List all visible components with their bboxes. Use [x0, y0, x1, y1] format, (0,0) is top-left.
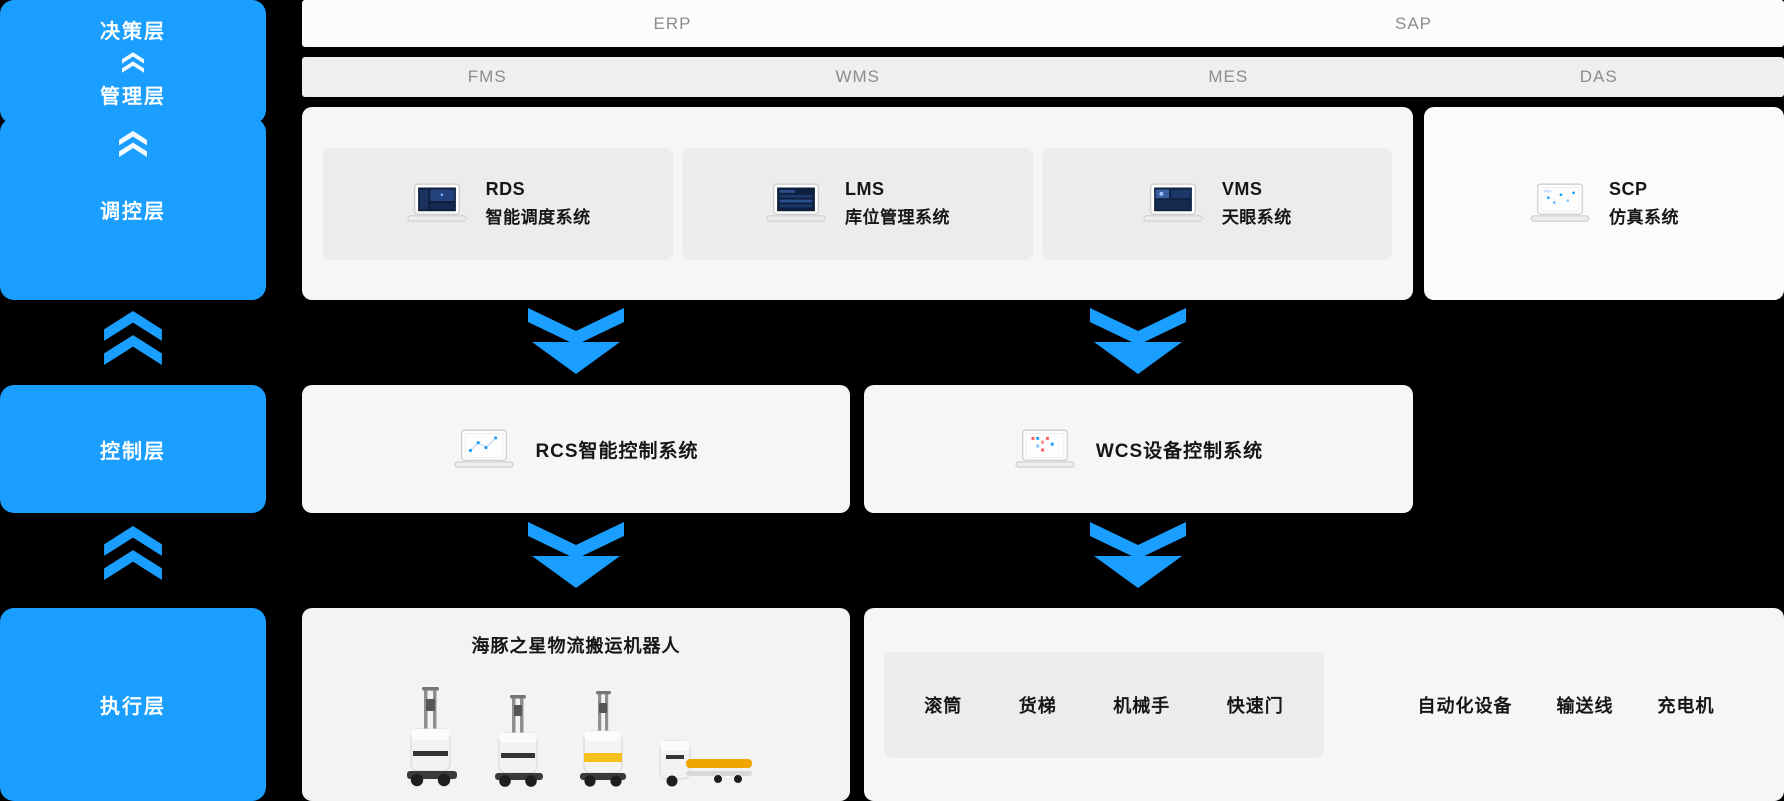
fms-label: FMS	[467, 67, 507, 86]
rcs-laptop-icon	[454, 429, 514, 468]
agv-forklift-1-image	[407, 687, 457, 787]
robots-panel: 海豚之星物流搬运机器人	[302, 608, 850, 801]
rds-abbr: RDS	[485, 179, 526, 199]
scp-system-panel: SCP 仿真系统	[1424, 107, 1784, 300]
down-arrow-icon	[528, 522, 624, 588]
regulation-layer-label: 调控层	[100, 200, 166, 223]
up-arrow-icon	[104, 311, 162, 365]
device-automation-label: 自动化设备	[1417, 696, 1513, 716]
vms-system-card: VMS 天眼系统	[1041, 147, 1392, 260]
management-layer-label: 管理层	[100, 86, 166, 109]
down-arrow-icon	[1090, 522, 1186, 588]
vms-abbr: VMS	[1221, 179, 1263, 199]
rds-text: RDS 智能调度系统	[486, 179, 591, 228]
control-layer-label: 控制层	[100, 440, 166, 463]
agv-stacker-image	[580, 691, 626, 787]
layer-regulation: 调控层	[0, 118, 266, 300]
wcs-label: WCS设备控制系统	[1095, 440, 1264, 462]
wcs-panel: WCS设备控制系统	[864, 385, 1413, 513]
up-arrow-icon	[122, 51, 144, 73]
lms-abbr: LMS	[844, 179, 885, 199]
rds-laptop-icon	[407, 183, 467, 222]
scp-text: SCP 仿真系统	[1609, 179, 1679, 228]
vms-text: VMS 天眼系统	[1222, 179, 1292, 228]
wcs-laptop-icon	[1015, 429, 1075, 468]
agv-forklift-2-image	[495, 695, 543, 787]
lms-text: LMS 库位管理系统	[845, 179, 950, 228]
erp-label: ERP	[653, 13, 692, 33]
vms-laptop-icon	[1143, 183, 1203, 222]
up-arrow-icon	[119, 131, 147, 157]
wms-label: WMS	[835, 67, 881, 86]
scp-name: 仿真系统	[1609, 208, 1679, 227]
agv-pallet-truck-image	[659, 740, 752, 787]
lms-system-card: LMS 库位管理系统	[682, 147, 1033, 260]
sap-label: SAP	[1394, 13, 1433, 33]
wcs-devices-group: 滚筒 货梯 机械手 快速门	[884, 652, 1324, 758]
lms-laptop-icon	[766, 183, 826, 222]
device-rapid-door-label: 快速门	[1226, 696, 1284, 716]
scp-abbr: SCP	[1609, 179, 1648, 199]
layer-decision-management: 决策层 管理层	[0, 0, 266, 124]
peripherals-panel: 滚筒 货梯 机械手 快速门 自动化设备 输送线 充电机	[864, 608, 1784, 801]
down-arrow-icon	[1090, 308, 1186, 374]
das-label: DAS	[1579, 67, 1618, 86]
scp-laptop-icon	[1530, 183, 1590, 222]
down-arrow-icon	[528, 308, 624, 374]
device-cargo-lift-label: 货梯	[1018, 696, 1057, 716]
erp-sap-bar: ERP SAP	[302, 0, 1784, 47]
device-charger-label: 充电机	[1657, 696, 1715, 716]
execution-layer-label: 执行层	[100, 696, 166, 718]
device-robot-arm-label: 机械手	[1113, 696, 1171, 716]
other-devices-group: 自动化设备 输送线 充电机	[1364, 652, 1768, 758]
decision-layer-label: 决策层	[100, 20, 166, 43]
layer-execution: 执行层	[0, 608, 266, 801]
mes-label: MES	[1208, 67, 1249, 86]
robot-images-row	[398, 660, 754, 801]
rds-system-card: RDS 智能调度系统	[323, 147, 674, 260]
rcs-label: RCS智能控制系统	[535, 440, 699, 462]
rcs-panel: RCS智能控制系统	[302, 385, 850, 513]
device-roller-label: 滚筒	[924, 696, 963, 716]
regulation-systems-panel: RDS 智能调度系统 LMS 库位管理系统	[302, 107, 1413, 300]
up-arrow-icon	[104, 526, 162, 580]
rds-name: 智能调度系统	[485, 208, 591, 227]
device-conveyor-label: 输送线	[1556, 696, 1614, 716]
fms-wms-mes-das-bar: FMS WMS MES DAS	[302, 57, 1784, 97]
robots-title: 海豚之星物流搬运机器人	[471, 636, 681, 656]
vms-name: 天眼系统	[1221, 208, 1292, 227]
lms-name: 库位管理系统	[844, 208, 950, 227]
layer-control: 控制层	[0, 385, 266, 513]
